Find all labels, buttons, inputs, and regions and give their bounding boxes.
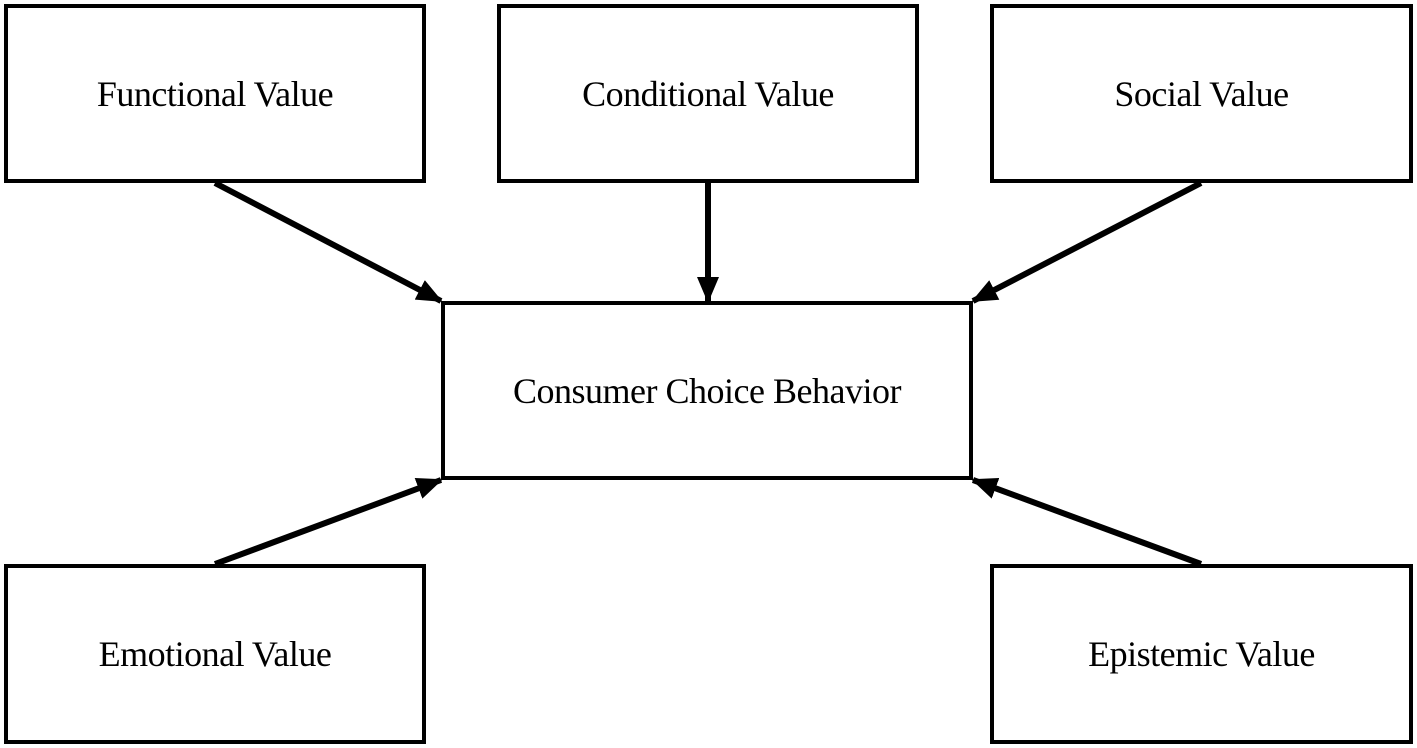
- node-social-value: Social Value: [990, 4, 1413, 183]
- arrow-functional-to-center: [213, 180, 443, 304]
- center-label: Consumer Choice Behavior: [513, 370, 901, 411]
- arrow-epistemic-to-center: [971, 477, 1203, 567]
- node-label: Conditional Value: [582, 73, 834, 114]
- arrow-emotional-to-center: [213, 477, 443, 567]
- node-conditional-value: Conditional Value: [497, 4, 919, 183]
- node-label: Functional Value: [96, 73, 334, 114]
- node-emotional-value: Emotional Value: [4, 564, 426, 744]
- node-consumer-choice-behavior: Consumer Choice Behavior: [441, 301, 973, 480]
- node-epistemic-value: Epistemic Value: [990, 564, 1413, 744]
- arrow-social-to-center: [971, 180, 1203, 304]
- node-label: Emotional Value: [98, 634, 332, 674]
- node-functional-value: Functional Value: [4, 4, 426, 183]
- node-label: Epistemic Value: [1088, 634, 1315, 674]
- node-label: Social Value: [1114, 73, 1289, 114]
